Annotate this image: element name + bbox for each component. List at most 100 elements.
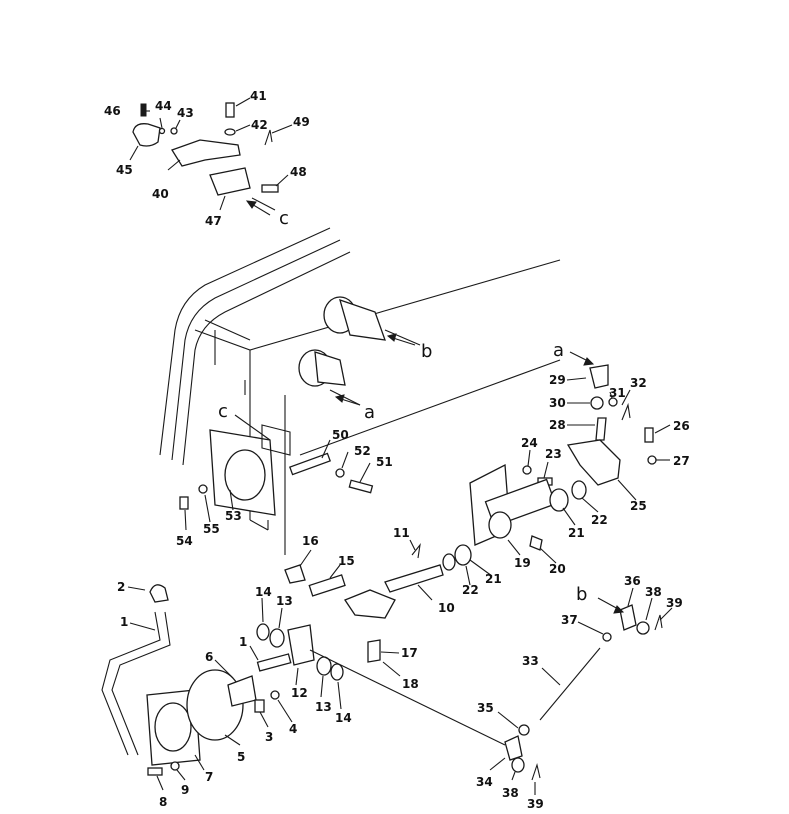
part-20-grease-fitting-icon <box>529 535 543 551</box>
callout-32: 32 <box>630 376 647 390</box>
view-letter-b-low: b <box>576 584 587 605</box>
part-42-washer-icon <box>224 128 236 136</box>
callout-7: 7 <box>205 770 213 784</box>
callout-22b: 22 <box>462 583 479 597</box>
view-letter-a-mid: a <box>364 402 375 423</box>
callout-46: 46 <box>104 104 121 118</box>
lower-left-assembly <box>101 584 506 791</box>
part-49-cotter-pin-icon <box>264 129 273 146</box>
part-37-nut-icon <box>602 632 612 642</box>
view-c-leader <box>234 414 271 441</box>
part-16-grease-fitting-icon <box>284 564 306 584</box>
callout-17: 17 <box>401 646 418 660</box>
part-22-seal-icon <box>571 480 587 500</box>
callout-38a: 38 <box>645 585 662 599</box>
part-10-yoke-icon <box>344 589 396 619</box>
callout-50: 50 <box>332 428 349 442</box>
callout-33: 33 <box>522 654 539 668</box>
top-assembly <box>129 97 293 211</box>
callout-45: 45 <box>116 163 133 177</box>
part-32-cotter-pin-icon <box>621 402 631 421</box>
callout-25: 25 <box>630 499 647 513</box>
view-letter-labels: a a b b c c <box>218 208 587 605</box>
callout-12: 12 <box>291 686 308 700</box>
part-48-bolt-icon <box>261 184 279 193</box>
callout-22a: 22 <box>591 513 608 527</box>
part-38-pin-icon <box>636 621 650 635</box>
part-29-clevis-icon <box>589 364 609 389</box>
part-40-lever-icon <box>171 139 241 167</box>
view-letter-a-top: a <box>553 340 564 361</box>
part-44-ball-icon <box>158 127 166 135</box>
view-letter-b-top: b <box>421 341 432 362</box>
part-34-clevis-icon <box>504 735 523 761</box>
part-26-bolt-icon <box>644 427 654 443</box>
part-10-shaft-icon <box>384 564 444 593</box>
part-43-spring-icon <box>170 127 178 135</box>
linkage-rod-assembly <box>489 587 673 795</box>
callout-15: 15 <box>338 554 355 568</box>
callout-5: 5 <box>237 750 245 764</box>
callout-29: 29 <box>549 373 566 387</box>
callout-labels: 1 1 2 3 4 5 6 7 8 9 10 11 12 13 13 14 14… <box>104 89 690 811</box>
part-36-clevis-icon <box>619 604 637 631</box>
callout-52: 52 <box>354 444 371 458</box>
callout-48: 48 <box>290 165 307 179</box>
callout-53: 53 <box>225 509 242 523</box>
callout-37: 37 <box>561 613 578 627</box>
callout-36: 36 <box>624 574 641 588</box>
part-51-bolt-icon <box>348 479 374 494</box>
callout-34: 34 <box>476 775 493 789</box>
callout-23: 23 <box>545 447 562 461</box>
callout-14a: 14 <box>255 585 272 599</box>
central-shaft-assembly <box>284 463 599 677</box>
callout-1b: 1 <box>239 635 247 649</box>
callout-43: 43 <box>177 106 194 120</box>
part-27-washer-icon <box>647 455 657 465</box>
callout-13b: 13 <box>315 700 332 714</box>
part-50-shaft-icon <box>289 452 331 476</box>
part-17-bolt-icon <box>367 639 381 663</box>
pivot-mounts <box>298 296 421 406</box>
view-arrows <box>234 200 625 614</box>
callout-27: 27 <box>673 454 690 468</box>
callout-13a: 13 <box>276 594 293 608</box>
left-plate-assembly <box>179 424 374 531</box>
callout-28: 28 <box>549 418 566 432</box>
part-9-washer-icon <box>170 761 180 771</box>
part-15-pin-icon <box>308 574 346 597</box>
part-24-washer-icon <box>522 465 532 475</box>
callout-11: 11 <box>393 526 410 540</box>
part-54-bolt-icon <box>179 496 189 510</box>
callout-4: 4 <box>289 722 297 736</box>
part-39-cotter-pin-lower-icon <box>531 762 541 781</box>
part-39-cotter-pin-icon <box>654 614 663 631</box>
callout-19: 19 <box>514 556 531 570</box>
callout-10: 10 <box>438 601 455 615</box>
callout-39b: 39 <box>527 797 544 811</box>
part-55-washer-icon <box>198 484 208 494</box>
part-14-nut-icon <box>256 623 270 641</box>
part-30-nut-icon <box>590 396 604 410</box>
part-14-nut-right-icon <box>330 663 344 681</box>
callout-9: 9 <box>181 783 189 797</box>
part-31-pin-icon <box>608 397 618 407</box>
callout-6: 6 <box>205 650 213 664</box>
part-25-lever-icon <box>566 439 621 486</box>
view-letter-c-top: c <box>279 208 289 229</box>
right-upper-assembly <box>522 364 671 501</box>
part-4-washer-icon <box>270 690 280 700</box>
part-33-rod-icon <box>539 647 601 721</box>
part-3-bolt-icon <box>254 699 265 713</box>
callout-3: 3 <box>265 730 273 744</box>
part-11-key-icon <box>411 543 421 559</box>
callout-39a: 39 <box>666 596 683 610</box>
part-12-valve-body-icon <box>287 624 315 666</box>
callout-24: 24 <box>521 436 538 450</box>
callout-41: 41 <box>250 89 267 103</box>
part-1-pin-icon <box>256 653 292 672</box>
callout-44: 44 <box>155 99 172 113</box>
body-outline <box>159 227 561 555</box>
